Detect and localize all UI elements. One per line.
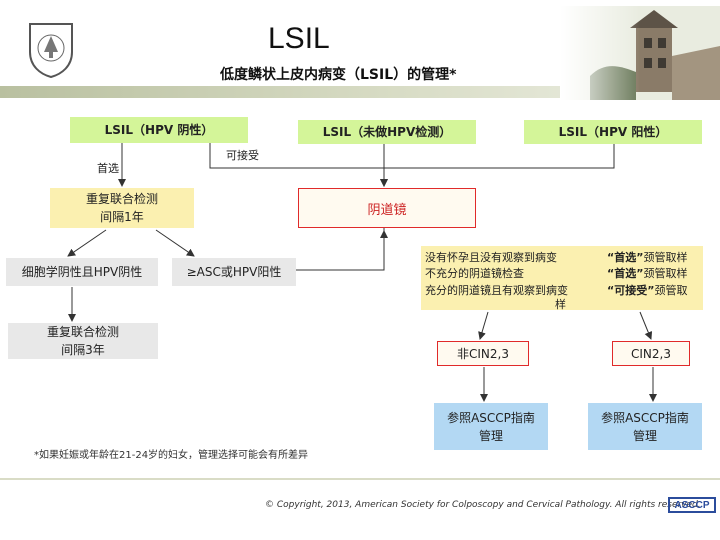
lsil-hpv-negative-box: LSIL（HPV 阴性） <box>70 117 248 143</box>
asccp-logo: ASCCP <box>668 497 716 513</box>
refer-guideline-b-line1: 参照ASCCP指南 <box>601 410 689 425</box>
refer-guideline-a-line1: 参照ASCCP指南 <box>447 410 535 425</box>
condition-row-3-right: “可接受”颈管取 <box>607 282 687 298</box>
retest-3-year-box: 重复联合检测 间隔3年 <box>8 323 158 359</box>
cin23-box: CIN2,3 <box>612 341 690 366</box>
lsil-hpv-positive-box: LSIL（HPV 阳性） <box>524 120 702 144</box>
lsil-hpv-negative-label: LSIL（HPV 阴性） <box>104 123 214 137</box>
condition-row-3-action: 颈管取 <box>654 284 688 297</box>
condition-row-2-left: 不充分的阴道镜检查 <box>425 267 524 280</box>
asc-or-hpv-positive-label: ≥ASC或HPV阳性 <box>186 265 282 279</box>
refer-guideline-box-b: 参照ASCCP指南 管理 <box>588 403 702 450</box>
cin23-label: CIN2,3 <box>631 346 671 361</box>
non-cin23-label: 非CIN2,3 <box>457 346 509 361</box>
lsil-hpv-positive-label: LSIL（HPV 阳性） <box>558 125 668 139</box>
retest-1-year-line2: 间隔1年 <box>100 210 144 224</box>
retest-3-year-line2: 间隔3年 <box>61 343 105 357</box>
asc-or-hpv-positive-box: ≥ASC或HPV阳性 <box>172 258 296 286</box>
page-title: LSIL <box>268 22 330 55</box>
acceptable-label: 可接受 <box>226 149 259 162</box>
refer-guideline-a-line2: 管理 <box>478 428 503 443</box>
condition-row-2-action: 颈管取样 <box>643 267 688 280</box>
condition-row-3-left: 充分的阴道镜且有观察到病变 <box>425 284 568 297</box>
university-seal-logo <box>29 23 73 78</box>
condition-row-2-quote: “首选” <box>607 267 644 280</box>
cytology-hpv-negative-box: 细胞学阴性且HPV阴性 <box>6 258 158 286</box>
lsil-hpv-untested-label: LSIL（未做HPV检测） <box>322 125 452 139</box>
header-divider <box>0 86 720 98</box>
condition-row-3-left-wrap: 样 <box>555 298 566 311</box>
condition-row-1-left: 没有怀孕且没有观察到病变 <box>425 251 557 264</box>
footer-divider <box>0 478 720 480</box>
copyright-text: © Copyright, 2013, American Society for … <box>265 500 701 510</box>
colposcopy-box: 阴道镜 <box>298 188 476 228</box>
retest-1-year-line1: 重复联合检测 <box>85 192 158 206</box>
condition-row-3-quote: “可接受” <box>607 284 655 297</box>
refer-guideline-b-line2: 管理 <box>632 428 657 443</box>
lsil-hpv-untested-box: LSIL（未做HPV检测） <box>298 120 476 144</box>
colposcopy-conditions-box: 没有怀孕且没有观察到病变 “首选”颈管取样 不充分的阴道镜检查 “首选”颈管取样… <box>421 246 703 311</box>
footnote: *如果妊娠或年龄在21-24岁的妇女，管理选择可能会有所差异 <box>34 450 309 461</box>
condition-row-1-quote: “首选” <box>607 251 644 264</box>
cytology-hpv-negative-label: 细胞学阴性且HPV阴性 <box>21 265 143 279</box>
page-subtitle: 低度鳞状上皮内病变（LSIL）的管理* <box>220 67 457 83</box>
condition-row-1-action: 颈管取样 <box>643 251 688 264</box>
condition-row-1-right: “首选”颈管取样 <box>607 249 687 265</box>
preferred-label: 首选 <box>97 162 119 175</box>
refer-guideline-box-a: 参照ASCCP指南 管理 <box>434 403 548 450</box>
asccp-logo-text: ASCCP <box>674 499 710 511</box>
non-cin23-box: 非CIN2,3 <box>437 341 529 366</box>
retest-1-year-box: 重复联合检测 间隔1年 <box>50 188 194 228</box>
colposcopy-label: 阴道镜 <box>367 202 407 218</box>
retest-3-year-line1: 重复联合检测 <box>46 325 119 339</box>
condition-row-2-right: “首选”颈管取样 <box>607 265 687 281</box>
building-tower-image <box>560 6 720 100</box>
